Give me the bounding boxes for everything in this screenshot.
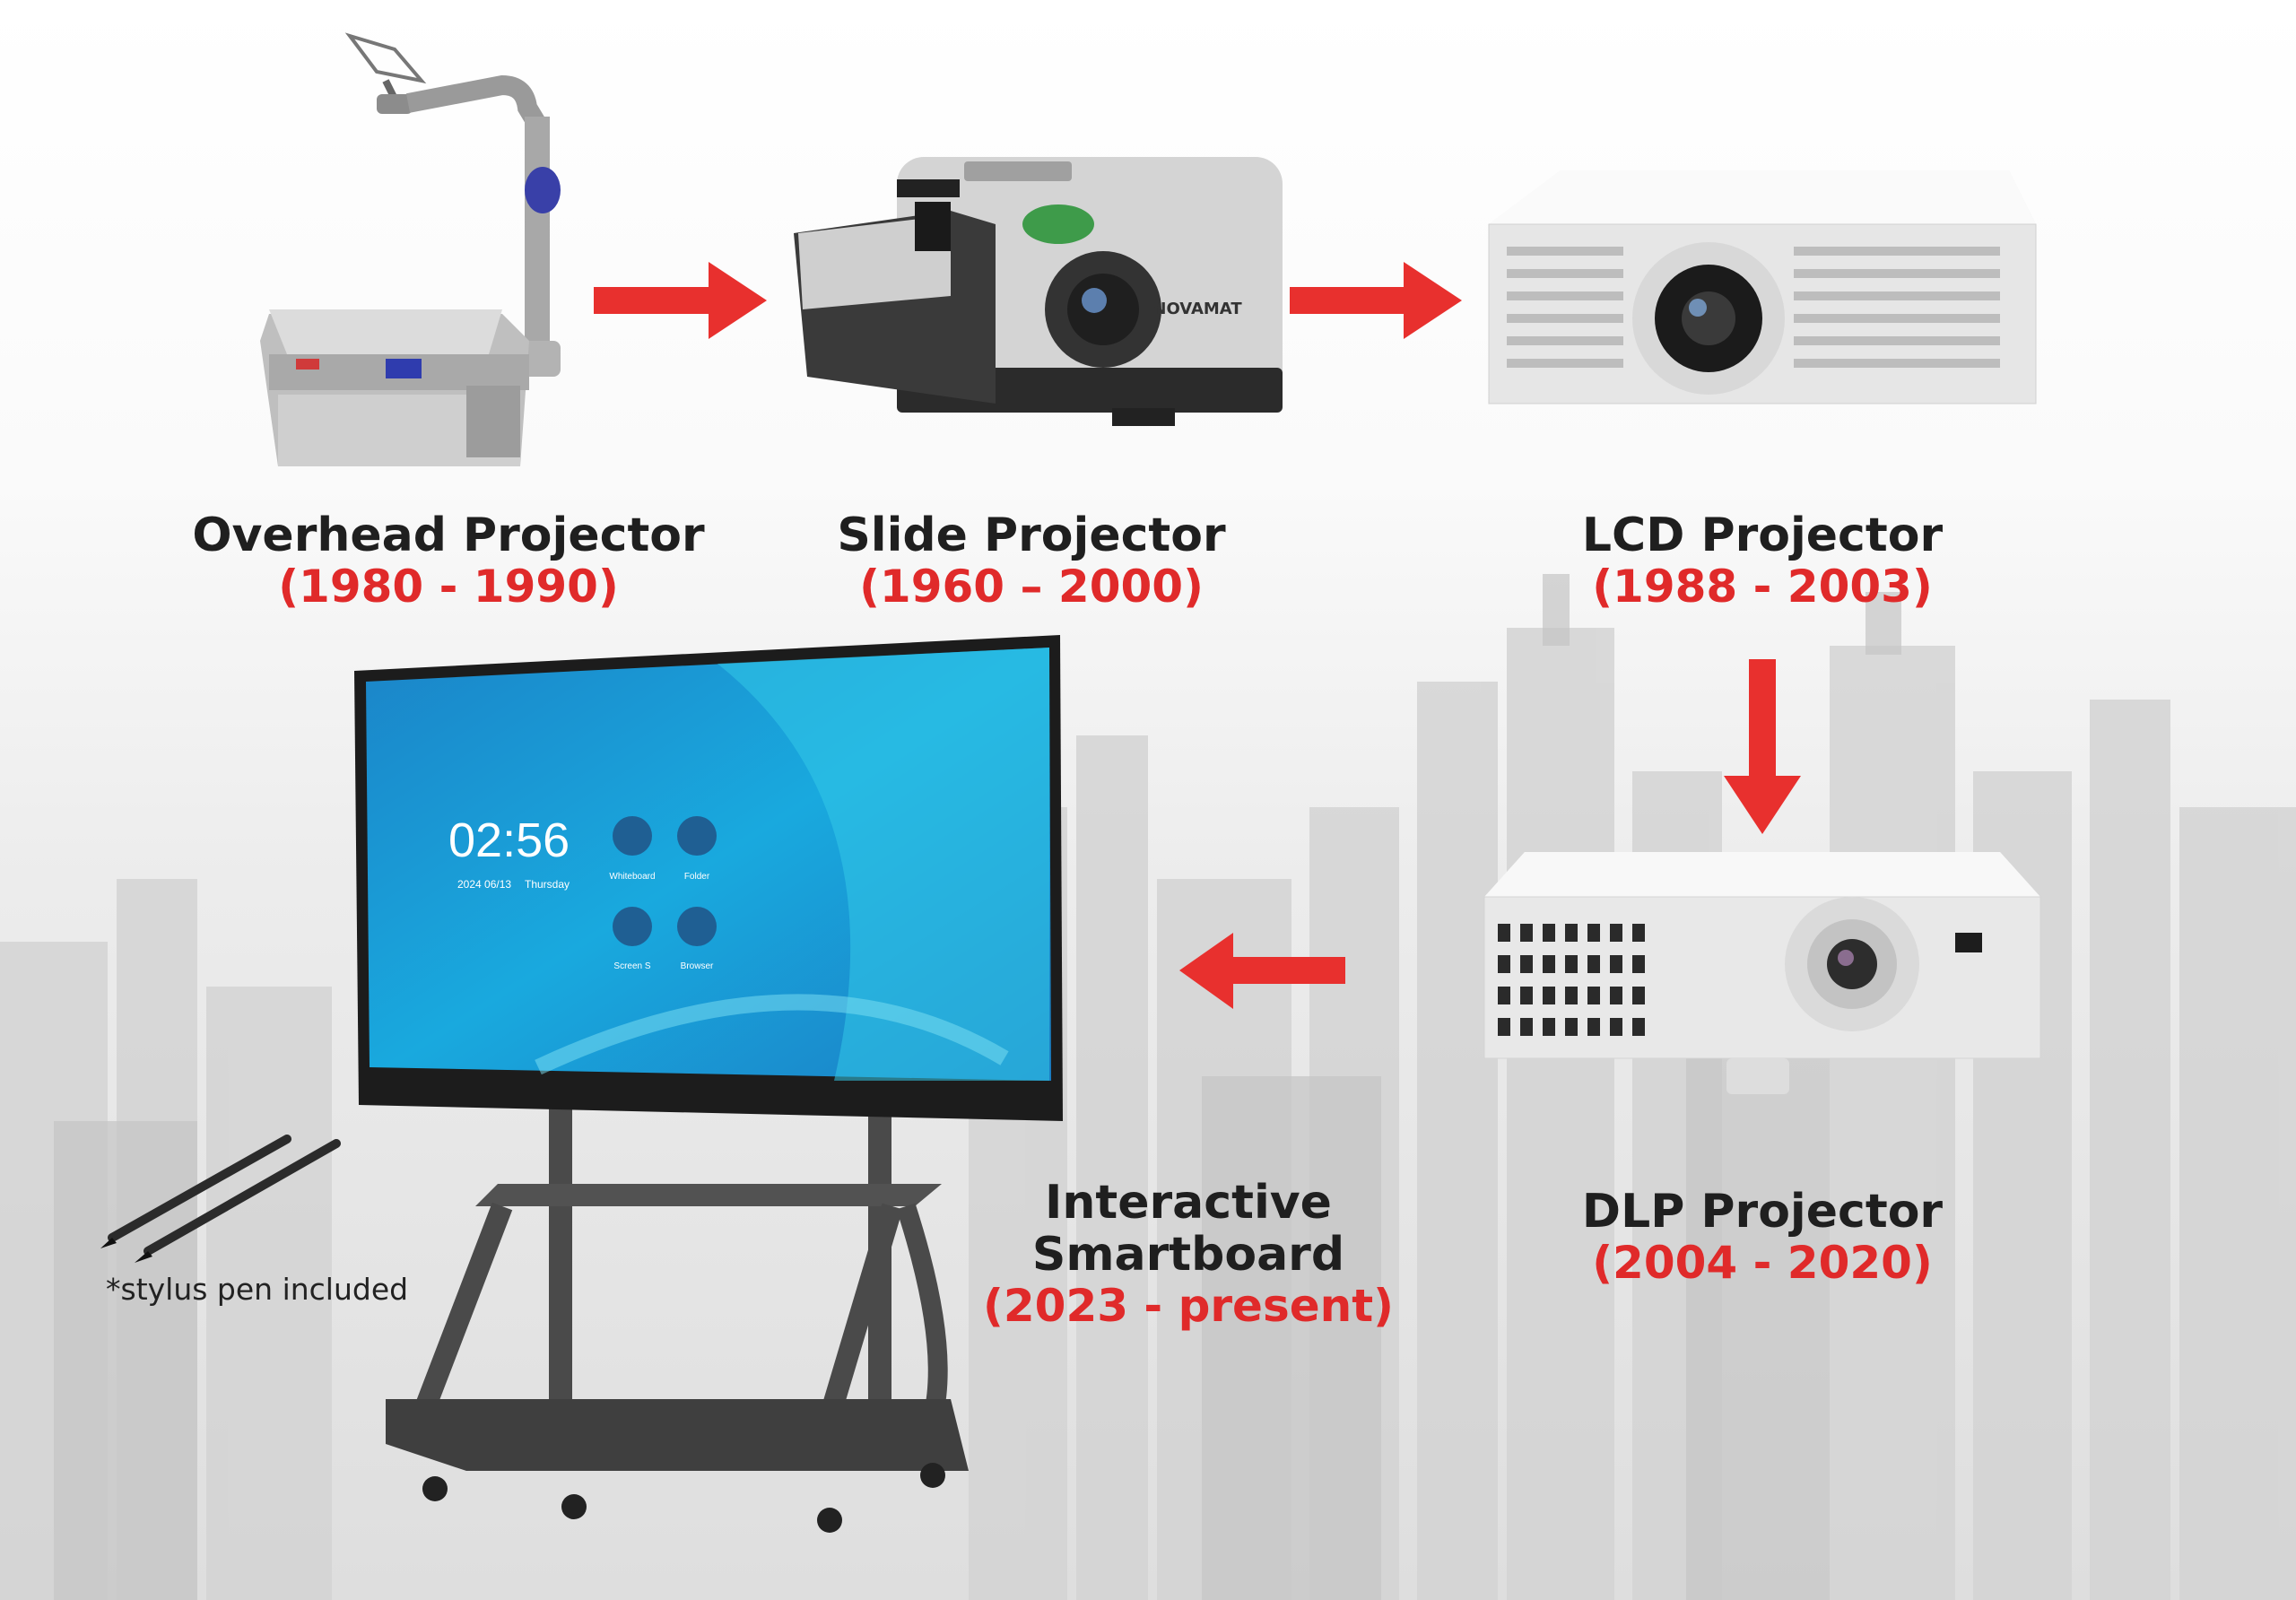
label-lcd-projector: LCD Projector (1988 - 2003) — [1493, 509, 2031, 612]
screen-app-label: Screen S — [613, 961, 650, 971]
screen-date: 2024 06/13 — [457, 878, 511, 891]
label-interactive-smartboard: Interactive Smartboard (2023 - present) — [919, 1176, 1457, 1333]
screen-app-label: Folder — [684, 872, 710, 882]
years-lcd-projector: (1988 - 2003) — [1592, 561, 1933, 613]
arrow-right-2 — [1290, 262, 1462, 339]
stylus-note: *stylus pen included — [106, 1272, 409, 1307]
slide-projector-image: NOVAMAT — [794, 157, 1283, 426]
name-dlp-projector: DLP Projector — [1581, 1185, 1944, 1239]
arrow-right-1 — [594, 262, 767, 339]
label-slide-projector: Slide Projector (1960 – 2000) — [762, 509, 1300, 612]
name-lcd-projector: LCD Projector — [1581, 509, 1944, 562]
stylus-pens-image — [100, 1135, 341, 1263]
years-slide-projector: (1960 – 2000) — [859, 561, 1204, 613]
label-overhead-projector: Overhead Projector (1980 - 1990) — [179, 509, 718, 612]
years-dlp-projector: (2004 - 2020) — [1592, 1237, 1933, 1290]
years-overhead-projector: (1980 - 1990) — [278, 561, 619, 613]
smartboard-image: 02:56 2024 06/13 Thursday Whiteboard Fol… — [354, 635, 1063, 1533]
name-smartboard-line1: Interactive — [1045, 1176, 1332, 1230]
dlp-projector-image — [1483, 852, 2041, 1094]
lcd-projector-image — [1488, 170, 2037, 404]
screen-app-label: Browser — [681, 961, 714, 971]
overhead-projector-image — [260, 32, 561, 466]
slide-projector-brand: NOVAMAT — [1152, 300, 1242, 318]
screen-clock: 02:56 — [448, 813, 570, 867]
arrow-down — [1724, 659, 1801, 834]
name-overhead-projector: Overhead Projector — [192, 509, 705, 562]
arrow-left — [1179, 933, 1345, 1009]
name-smartboard-line2: Smartboard — [1031, 1228, 1345, 1283]
screen-day: Thursday — [525, 878, 570, 891]
years-smartboard: (2023 - present) — [983, 1280, 1394, 1333]
name-slide-projector: Slide Projector — [837, 509, 1226, 562]
label-dlp-projector: DLP Projector (2004 - 2020) — [1493, 1186, 2031, 1288]
screen-app-label: Whiteboard — [609, 872, 655, 882]
